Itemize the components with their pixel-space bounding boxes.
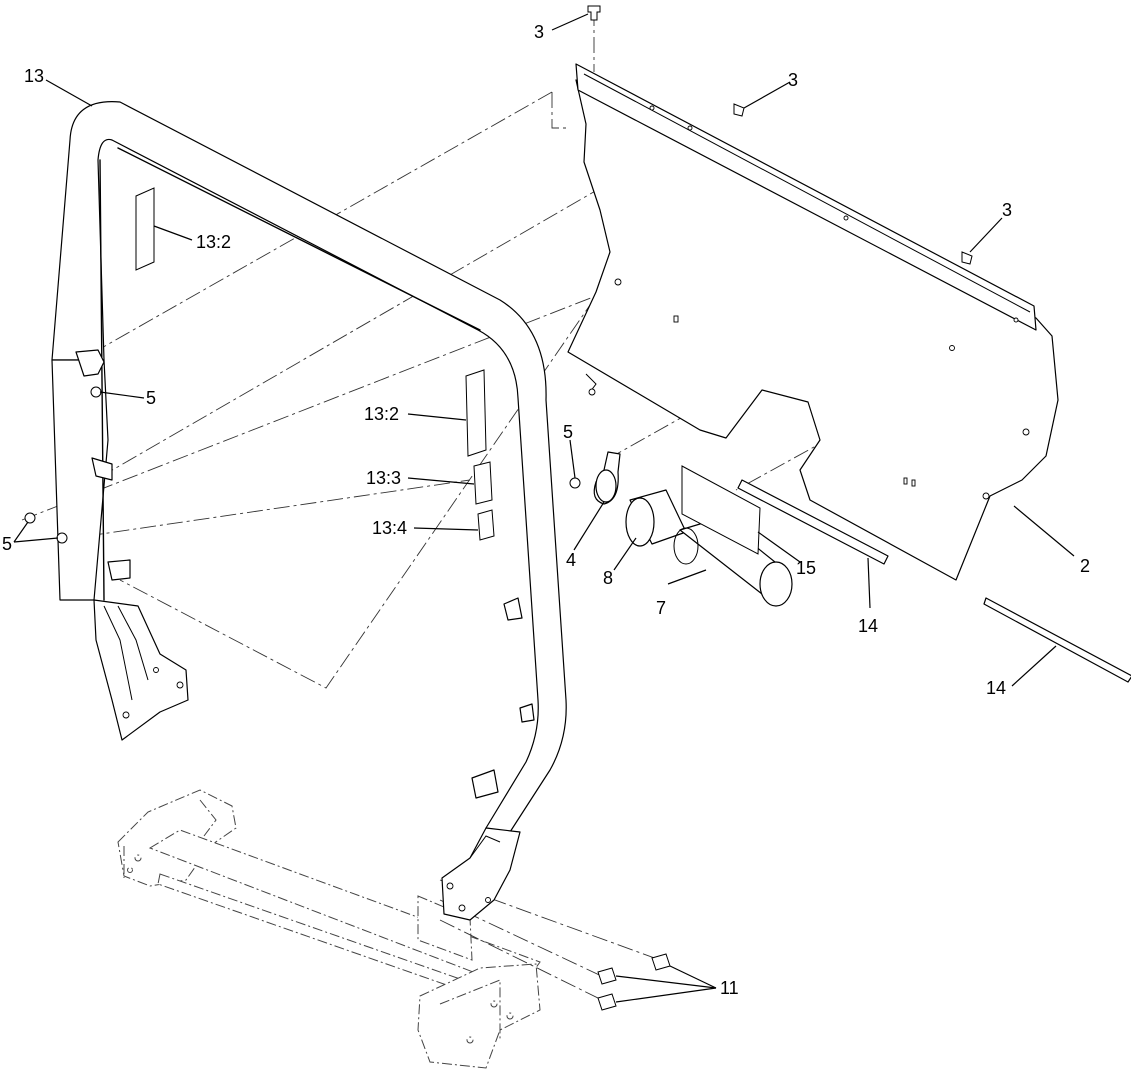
callout-5-mid: 5	[563, 422, 573, 442]
callout-5-upper: 5	[146, 388, 156, 408]
callout-13: 13	[24, 66, 44, 86]
fasteners	[24, 5, 973, 1011]
rod-14-right	[983, 597, 1131, 683]
nut-5-left-b	[56, 532, 68, 544]
bolt-11-b	[597, 967, 617, 985]
callout-13-3: 13:3	[366, 468, 401, 488]
callout-7: 7	[656, 598, 666, 618]
callout-13-2-left: 13:2	[196, 232, 231, 252]
screw-3-top	[587, 5, 601, 21]
callout-15: 15	[796, 558, 816, 578]
decal-15	[681, 465, 761, 555]
screw-3-right	[961, 251, 973, 265]
bolt-11-c	[597, 993, 617, 1011]
rod-14-mid	[737, 479, 889, 565]
callout-14-right: 14	[986, 678, 1006, 698]
sleeve-8	[625, 489, 687, 547]
nut-5-left-a	[24, 512, 36, 524]
callout-3-top: 3	[534, 22, 544, 42]
decal-13-2-left	[135, 187, 155, 271]
decal-13-4	[477, 509, 495, 541]
screw-3-mid	[733, 103, 745, 117]
bolt-11-a	[651, 953, 671, 971]
callout-8: 8	[603, 568, 613, 588]
decal-13-3	[473, 461, 493, 505]
callout-3-mid: 3	[788, 70, 798, 90]
callout-14-mid: 14	[858, 616, 878, 636]
callout-13-2-right: 13:2	[364, 404, 399, 424]
sleeve-7	[673, 517, 793, 607]
callout-11: 11	[720, 978, 739, 998]
chassis-frame-ghost	[117, 789, 541, 1069]
nut-5-mid	[569, 477, 581, 489]
callout-13-4: 13:4	[372, 518, 407, 538]
leader-lines	[13, 13, 1075, 1003]
clamp-4	[593, 451, 621, 505]
roll-bar-decals	[135, 187, 495, 541]
decal-13-2-right	[465, 369, 487, 457]
callout-3-right: 3	[1002, 200, 1012, 220]
nut-5-upper	[90, 386, 102, 398]
callout-4: 4	[566, 550, 576, 570]
callout-5-left: 5	[2, 534, 12, 554]
callout-2: 2	[1080, 556, 1090, 576]
callout-labels: 3 3 3 13 13:2 5 5 13:2 13:3 13:4 5 4 8 7…	[2, 22, 1090, 998]
panel	[567, 63, 1059, 581]
